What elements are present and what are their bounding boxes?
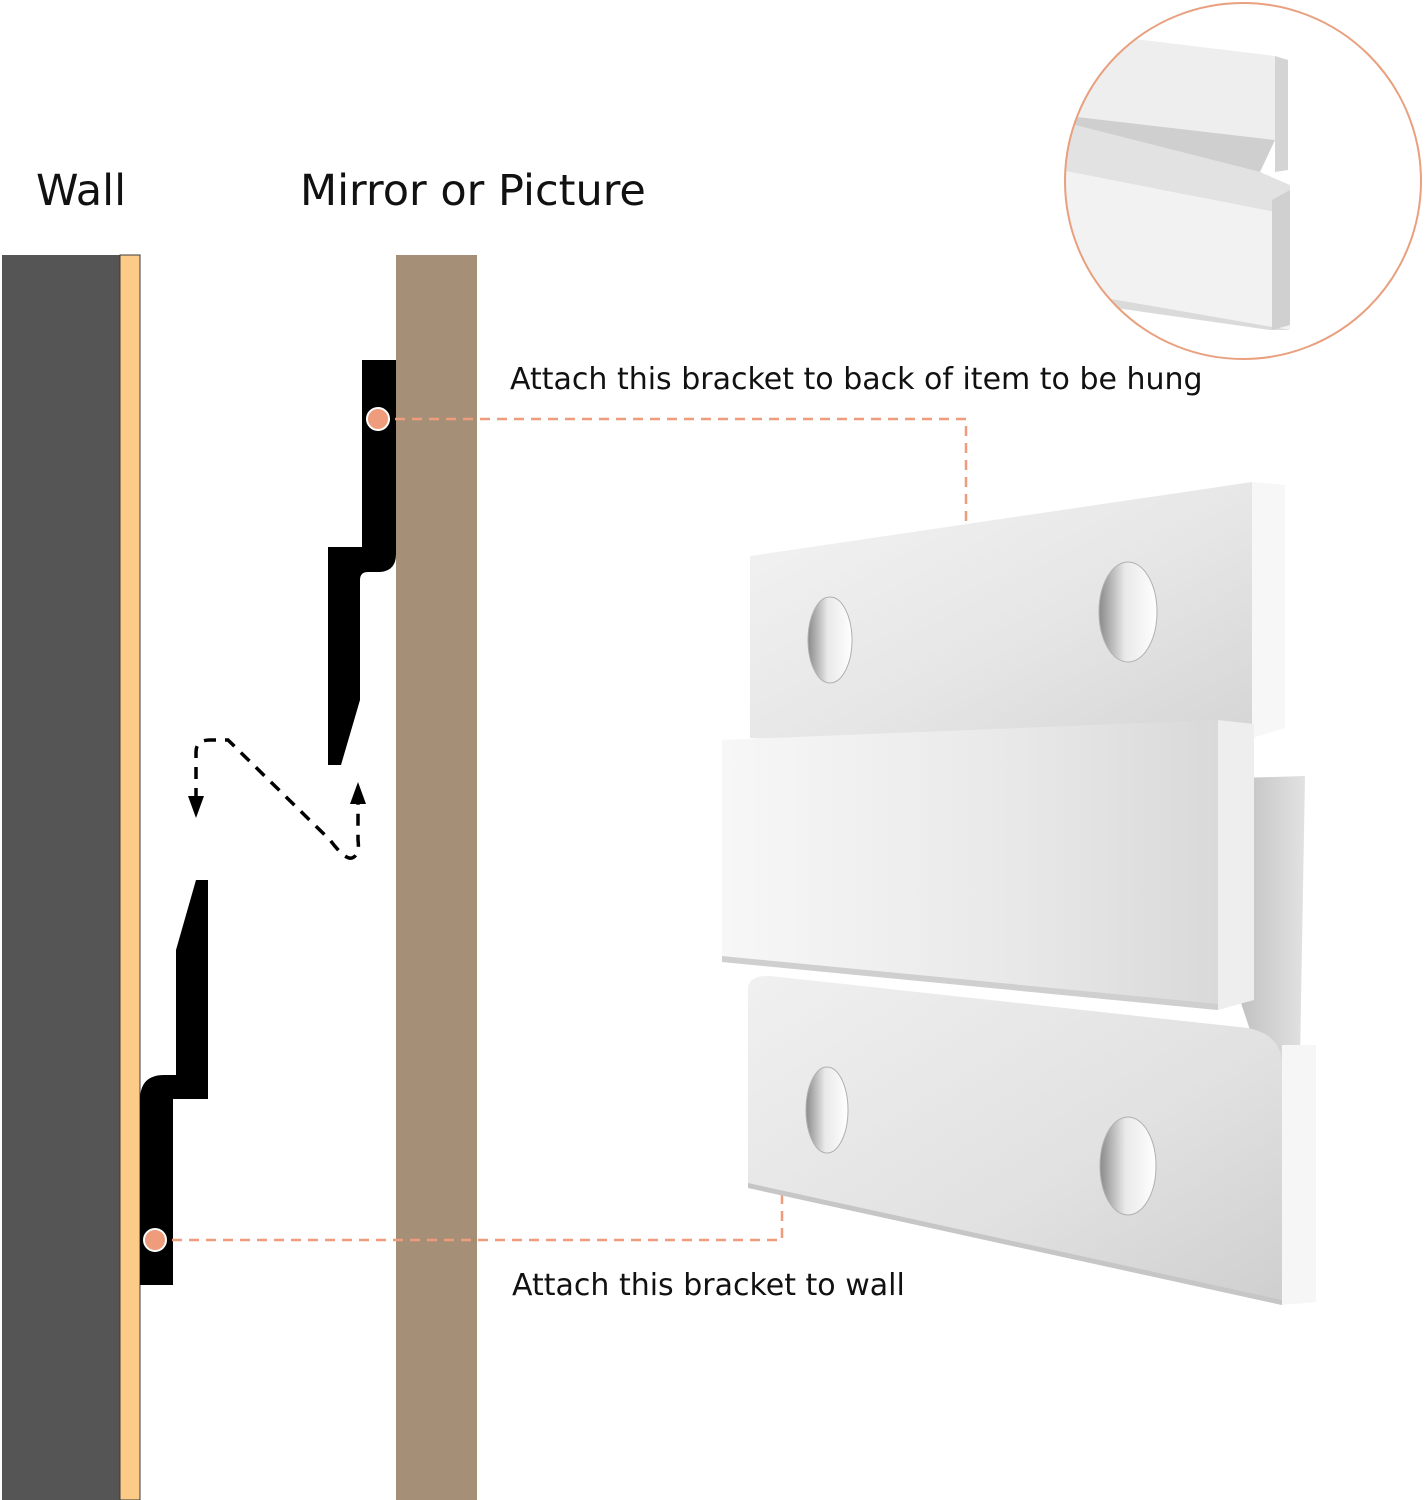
wall-heading: Wall [36,166,127,216]
dashed-s-curve-arrow-icon [188,738,366,860]
mounting-hole [1099,1116,1157,1216]
wall-bracket-callout-text: Attach this bracket to wall [512,1268,905,1303]
wall-surface-strip [119,254,141,1500]
mirror-or-picture-panel [396,255,477,1500]
item-bracket-callout-text: Attach this bracket to back of item to b… [510,362,1203,397]
mounting-hole [805,1066,849,1154]
callout-dot-icon [366,407,390,431]
mirror-or-picture-heading: Mirror or Picture [300,166,646,216]
mounting-hole [807,596,853,684]
z-clip-3d-render [722,482,1316,1305]
mounting-hole [1098,561,1158,663]
item-bracket-profile [328,360,396,765]
callout-dot-icon [143,1228,167,1252]
magnified-edge-detail [1064,2,1422,360]
bracket-lip-face [722,720,1218,1010]
upper-bracket-plate [750,482,1252,752]
wall-block [2,255,120,1500]
lower-bracket-plate [748,975,1282,1305]
wall-bracket-profile [140,880,208,1285]
